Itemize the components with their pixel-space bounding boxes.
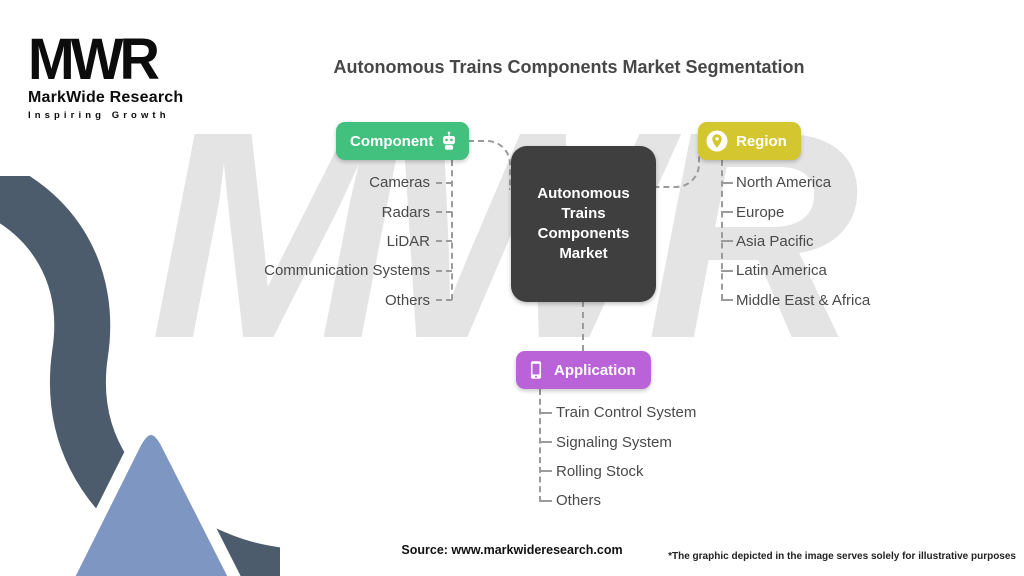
connector-center-application	[582, 301, 584, 351]
robot-icon	[438, 130, 460, 152]
list-item: Others	[540, 486, 786, 515]
list-item: Train Control System	[540, 398, 786, 427]
connector-center-region	[654, 141, 700, 188]
corner-decoration	[0, 176, 280, 576]
component-branch-line	[451, 160, 453, 300]
list-item: Communication Systems	[200, 256, 452, 285]
list-item: North America	[721, 168, 966, 197]
connector-component-center	[468, 140, 511, 190]
list-item: LiDAR	[200, 227, 452, 256]
list-item: Latin America	[721, 256, 966, 285]
list-item: Signaling System	[540, 427, 786, 456]
logo-name: MarkWide Research	[28, 89, 184, 106]
list-item: Cameras	[200, 168, 452, 197]
disclaimer-text: *The graphic depicted in the image serve…	[668, 551, 1016, 562]
application-branch-line	[539, 389, 541, 502]
region-box: Region	[698, 122, 801, 160]
map-pin-icon	[705, 129, 729, 153]
list-item: Middle East & Africa	[721, 286, 966, 315]
region-list: North America Europe Asia Pacific Latin …	[721, 168, 966, 315]
application-box-label: Application	[554, 361, 636, 379]
component-list: Cameras Radars LiDAR Communication Syste…	[200, 168, 452, 315]
region-box-label: Region	[736, 132, 787, 150]
logo-tagline: Inspiring Growth	[28, 110, 170, 121]
application-box: Application	[516, 351, 651, 389]
list-item: Europe	[721, 197, 966, 226]
source-text: Source: www.markwideresearch.com	[401, 543, 623, 557]
region-branch-line	[721, 160, 723, 300]
center-node-label: Autonomous Trains Components Market	[537, 184, 630, 263]
list-item: Radars	[200, 197, 452, 226]
list-item: Rolling Stock	[540, 457, 786, 486]
center-node: Autonomous Trains Components Market	[511, 146, 656, 302]
list-item: Asia Pacific	[721, 227, 966, 256]
application-list: Train Control System Signaling System Ro…	[540, 398, 786, 516]
logo: MWR MarkWide Research Inspiring Growth	[28, 25, 184, 121]
component-box: Component	[336, 122, 469, 160]
phone-icon	[525, 359, 547, 381]
list-item: Others	[200, 286, 452, 315]
component-box-label: Component	[350, 132, 434, 150]
page-title: Autonomous Trains Components Market Segm…	[333, 57, 805, 77]
blue-triangle-shape	[62, 423, 241, 576]
logo-brand: MWR	[28, 25, 160, 92]
